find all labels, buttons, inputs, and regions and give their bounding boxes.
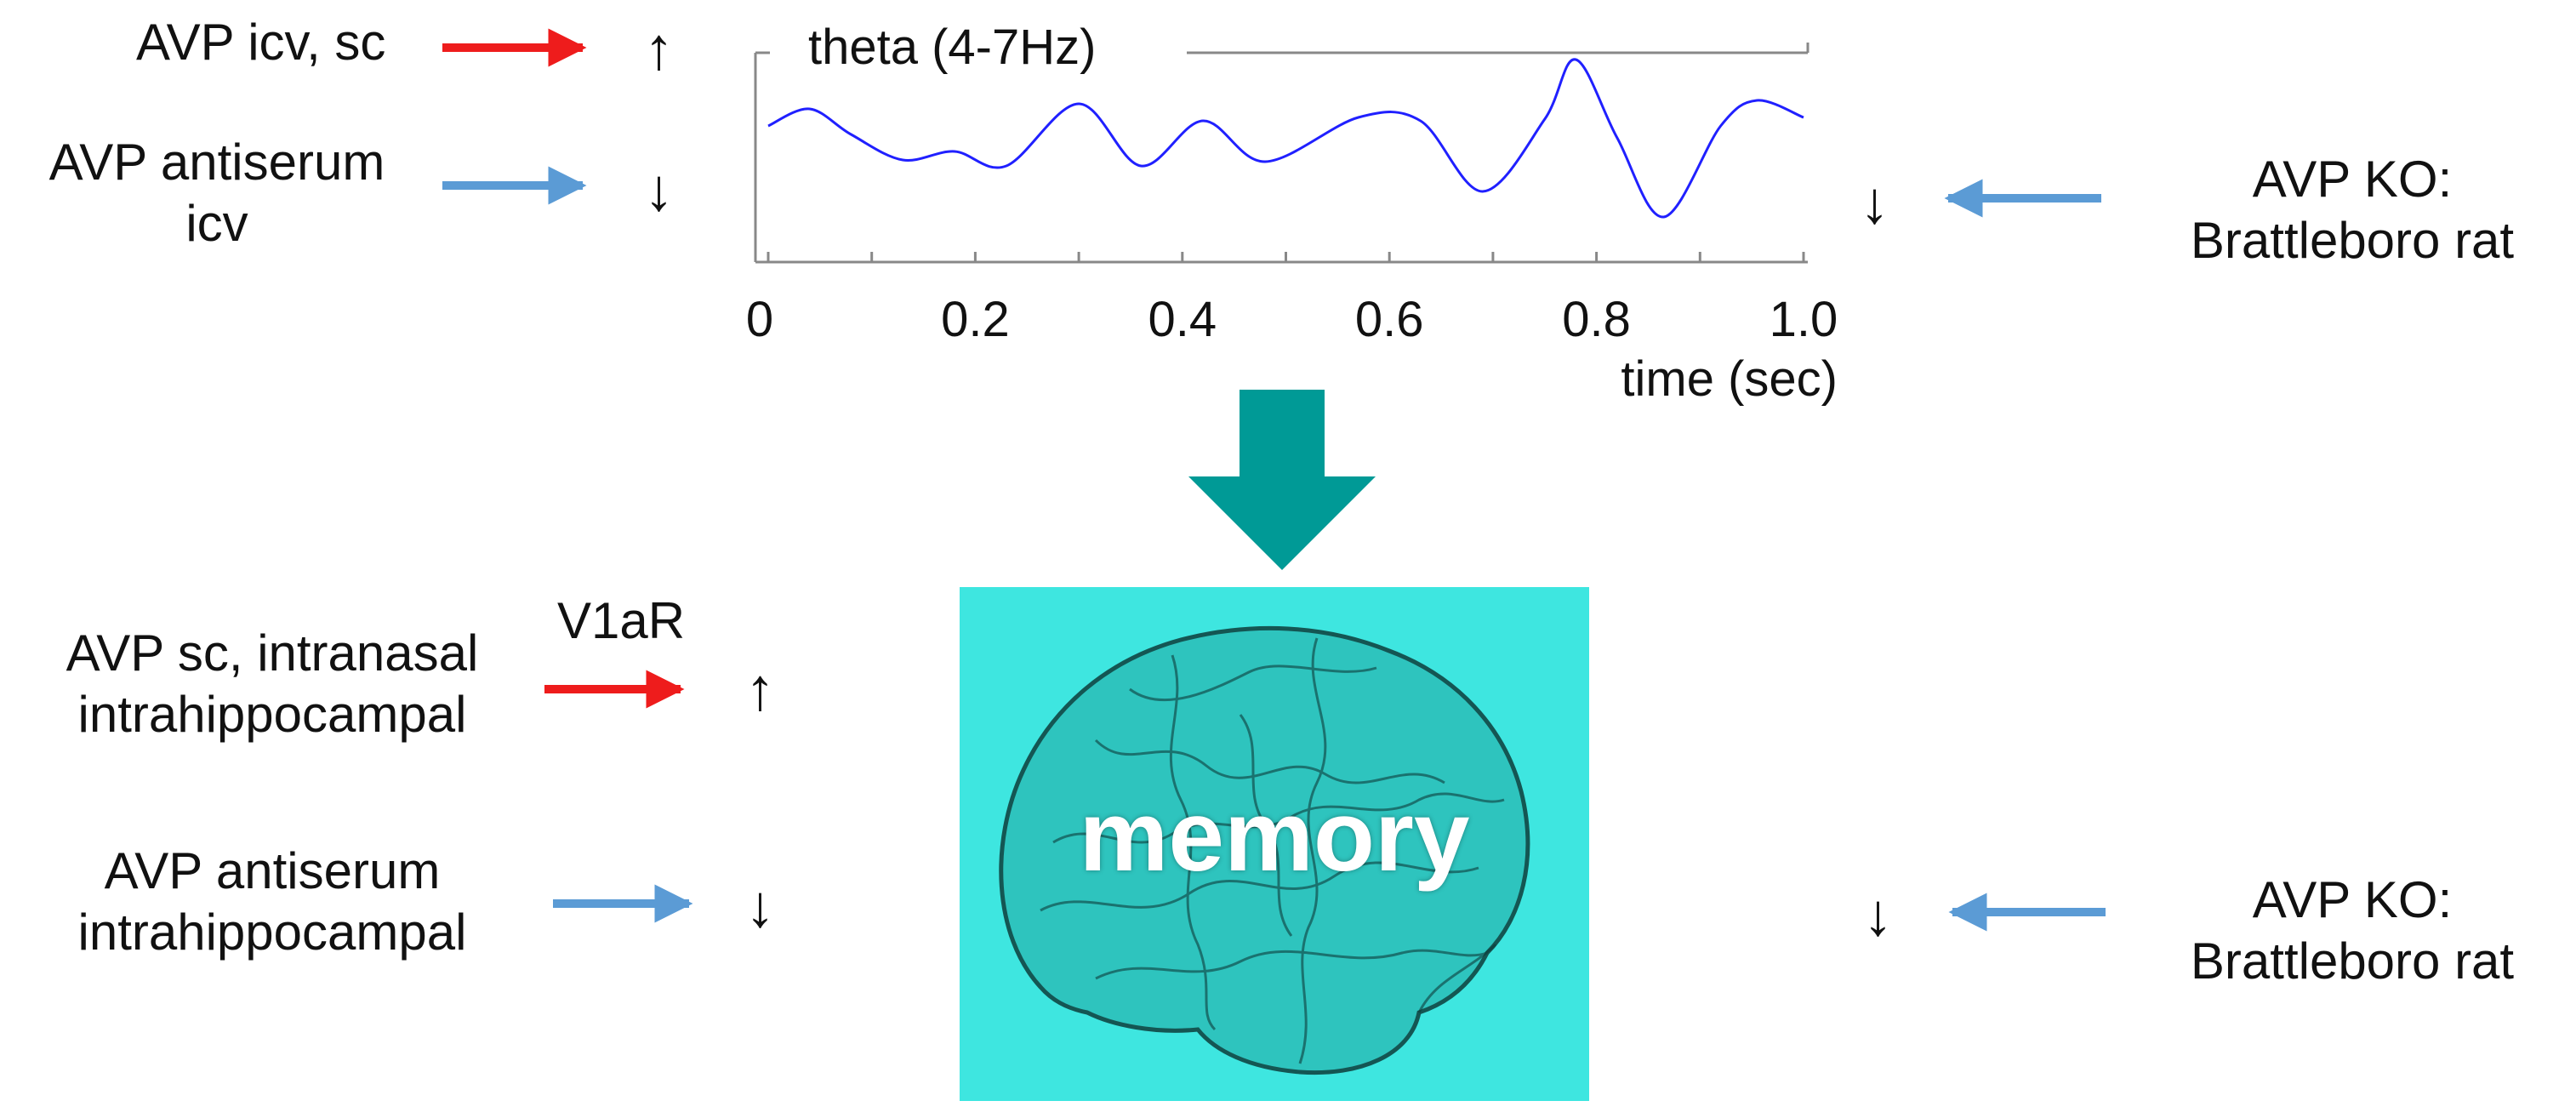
bottom-right-label: AVP KO: Brattleboro rat (2135, 870, 2569, 992)
up-symbol-top: ↑ (644, 15, 674, 82)
top-left-label-2-line1: AVP antiserum (48, 134, 385, 191)
v1ar-label: V1aR (557, 592, 686, 649)
big-down-arrow (1188, 390, 1376, 570)
x-tick-label: 0.6 (1355, 292, 1424, 347)
top-right-label-line1: AVP KO: (2252, 151, 2453, 208)
down-symbol-top-right: ↓ (1860, 169, 1889, 236)
x-axis-label: time (sec) (1621, 351, 1838, 407)
top-left-label-2: AVP antiserum icv (9, 132, 425, 254)
bottom-left-label-1-line2: intrahippocampal (77, 686, 467, 743)
x-tick-label: 1.0 (1770, 292, 1838, 347)
x-tick-label: 0.4 (1148, 292, 1217, 347)
bottom-left-label-1-line1: AVP sc, intranasal (66, 625, 479, 682)
brain-panel: memory (960, 587, 1589, 1101)
bottom-left-label-2-line1: AVP antiserum (104, 842, 441, 899)
up-symbol-bottom: ↑ (745, 656, 775, 722)
top-left-label-2-line2: icv (185, 195, 248, 252)
bottom-left-label-1: AVP sc, intranasal intrahippocampal (17, 623, 527, 745)
x-tick-label: 0 (746, 292, 773, 347)
x-tick-label: 0.2 (941, 292, 1010, 347)
brain-icon (999, 625, 1530, 1075)
top-left-label-1: AVP icv, sc (136, 14, 386, 71)
down-symbol-bottom-left: ↓ (745, 873, 775, 939)
bottom-right-label-line1: AVP KO: (2252, 871, 2453, 928)
bottom-left-label-2: AVP antiserum intrahippocampal (17, 841, 527, 963)
x-tick-label: 0.8 (1562, 292, 1631, 347)
memory-label: memory (1079, 780, 1470, 893)
x-tick-labels: 0 0.2 0.4 0.6 0.8 1.0 (746, 292, 1838, 347)
x-ticks (767, 252, 1805, 262)
chart-title: theta (4-7Hz) (808, 20, 1096, 75)
bottom-left-label-2-line2: intrahippocampal (77, 904, 467, 961)
bottom-right-label-line2: Brattleboro rat (2190, 933, 2515, 990)
theta-chart: theta (4-7Hz) 0 0.2 0.4 0.6 0.8 1.0 time (sec… (746, 20, 1838, 407)
theta-trace (767, 58, 1804, 219)
down-symbol-top-left: ↓ (644, 157, 674, 223)
top-right-label-line2: Brattleboro rat (2190, 212, 2515, 269)
down-symbol-bottom-right: ↓ (1863, 881, 1893, 948)
top-right-label: AVP KO: Brattleboro rat (2135, 149, 2569, 271)
